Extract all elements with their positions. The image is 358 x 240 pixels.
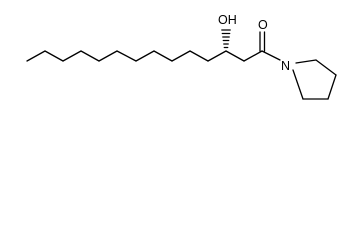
chain-bond-12 — [225, 50, 245, 62]
ring-bond-4 — [315, 59, 337, 76]
hashed-wedge-bond — [221, 29, 231, 49]
chain-bond-5 — [98, 50, 118, 62]
chain-bond-10 — [189, 50, 209, 62]
ring-bond-3 — [327, 74, 337, 100]
ring-nitrogen-label: N — [281, 59, 290, 73]
bond-to-carbonyl — [243, 50, 263, 62]
chain-bond-7 — [135, 50, 155, 62]
ring-bond-1 — [292, 69, 304, 100]
alkyl-chain — [26, 50, 245, 62]
chain-bond-3 — [62, 50, 82, 62]
chain-bond-2 — [44, 50, 64, 62]
chain-bond-1 — [26, 50, 46, 62]
carbonyl-double-bond — [259, 31, 266, 52]
bond-carbonyl-to-nitrogen — [261, 50, 281, 61]
ring-bond-5 — [295, 59, 317, 64]
chain-bond-4 — [80, 50, 100, 62]
chain-bond-9 — [171, 50, 191, 62]
pyrrolidine-ring — [292, 59, 337, 100]
chain-bond-11 — [207, 50, 227, 62]
carbonyl-oxygen-label: O — [258, 18, 268, 32]
chain-bond-8 — [153, 50, 173, 62]
chain-bond-6 — [116, 50, 137, 62]
hydroxyl-label: OH — [218, 13, 237, 27]
chemical-structure: OH O N — [26, 13, 337, 100]
